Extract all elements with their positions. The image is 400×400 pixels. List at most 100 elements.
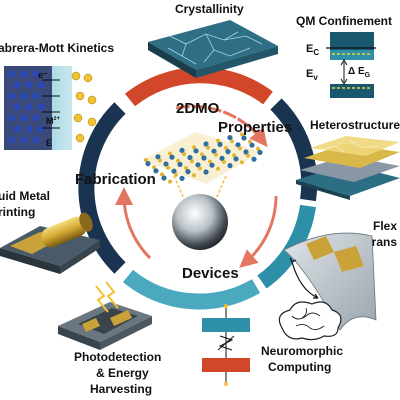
lattice-atom: [224, 146, 228, 150]
metal-atom: [20, 92, 28, 100]
metal-atom: [37, 103, 45, 111]
lattice-atom: [214, 152, 218, 157]
metal-atom: [8, 70, 16, 78]
liquid-metal-illustration: [0, 212, 100, 274]
ring-segment-lightteal-bottom: [122, 269, 261, 310]
lattice-atom: [208, 159, 212, 164]
inner-arrow-top: [175, 104, 268, 148]
lattice-atom: [193, 148, 199, 154]
lattice-atom: [145, 161, 151, 167]
label-cabrera-mott: abrera-Mott Kinetics: [0, 41, 114, 55]
ring-segment-navy-right: [270, 98, 318, 202]
crystallinity-slab: [148, 20, 278, 78]
lattice-atom: [161, 175, 167, 181]
label-electron: e⁻: [38, 70, 48, 80]
lattice-atom: [160, 172, 164, 177]
lattice-atom: [176, 158, 180, 163]
label-flexible-2: Trans: [365, 235, 397, 249]
lattice-atom: [235, 142, 241, 148]
lattice-atom: [238, 146, 242, 151]
lattice-atom: [219, 155, 225, 161]
lattice-atom: [216, 138, 220, 143]
lattice-atom: [240, 160, 244, 165]
lattice-atom: [216, 166, 220, 171]
projection-line-left: [173, 175, 189, 209]
label-liquid-metal-1: uid Metal: [0, 189, 50, 203]
ring-segment-navy-left: [78, 102, 126, 274]
lattice-atom: [256, 146, 260, 151]
lattice-atom: [257, 149, 263, 155]
lattice-atom: [246, 153, 250, 158]
label-field-e: E: [46, 138, 52, 148]
metal-atom: [32, 70, 40, 78]
label-photodetection-3: Harvesting: [90, 382, 152, 396]
metal-atom: [8, 114, 16, 122]
metal-atom: [20, 70, 28, 78]
lattice-atom: [171, 168, 177, 174]
label-crystallinity: Crystallinity: [175, 2, 244, 16]
lattice-atom: [153, 168, 159, 174]
lattice-atom: [227, 163, 233, 169]
flexible-device-illustration: [283, 232, 377, 331]
label-fabrication: Fabrication: [75, 171, 156, 188]
heterostructure-stack: [296, 136, 400, 200]
label-ion: Mz+: [46, 116, 61, 126]
metal-atom: [8, 92, 16, 100]
metal-atom: [32, 136, 40, 144]
metal-atom: [13, 81, 21, 89]
lattice-atom: [201, 155, 207, 161]
lattice-atom: [195, 162, 201, 168]
label-photodetection-1: Photodetection: [74, 350, 161, 364]
lattice-atom: [200, 152, 204, 157]
lattice-atom: [249, 142, 255, 148]
lattice-atom: [240, 132, 244, 137]
label-neuromorphic-2: Computing: [268, 360, 331, 374]
lattice-atom: [152, 165, 156, 170]
lattice-atom: [168, 151, 172, 156]
metal-atom: [25, 103, 33, 111]
lattice-atom: [225, 149, 231, 155]
lattice-atom: [203, 169, 209, 175]
lattice-atom: [177, 161, 183, 167]
photodetection-illustration: [58, 281, 152, 350]
label-properties: Properties: [218, 119, 292, 136]
lattice-atom: [169, 154, 175, 160]
inner-arrow-right: [239, 195, 278, 268]
label-heterostructures: Heterostructure: [310, 118, 400, 132]
label-flexible-1: Flex: [373, 219, 397, 233]
lattice-atom: [179, 147, 185, 153]
metal-atom: [20, 114, 28, 122]
central-cycle-ring: [78, 67, 318, 310]
metal-atom: [32, 92, 40, 100]
metal-atom: [13, 125, 21, 133]
lattice-atom: [185, 169, 191, 175]
label-delta-eg: Δ EG: [348, 66, 371, 79]
label-liquid-metal-2: rinting: [0, 205, 35, 219]
metal-atom: [8, 136, 16, 144]
lattice-atom: [144, 158, 148, 162]
lattice-atom: [230, 139, 234, 144]
metal-atom: [13, 103, 21, 111]
metal-atom: [25, 81, 33, 89]
lattice-atom: [158, 158, 162, 163]
central-2d-lattice: [142, 132, 263, 184]
lattice-atom: [217, 141, 223, 147]
lattice-atom: [209, 162, 215, 168]
lattice-atom: [174, 172, 178, 177]
lattice-atom: [198, 166, 202, 171]
ring-segment-red-top: [124, 67, 273, 107]
metal-atom: [20, 136, 28, 144]
memristor-illustration: [202, 304, 250, 386]
lattice-atom: [168, 179, 172, 184]
inner-arrow-left: [115, 187, 152, 260]
lattice-atom: [232, 153, 236, 158]
lattice-atom: [192, 145, 196, 150]
lattice-atom: [233, 156, 239, 162]
brain-icon: [278, 301, 342, 341]
lattice-atom: [206, 145, 210, 150]
lattice-atom: [248, 139, 252, 144]
lattice-atom: [163, 161, 169, 167]
metal-atom: [37, 125, 45, 133]
lattice-atom: [187, 155, 193, 161]
